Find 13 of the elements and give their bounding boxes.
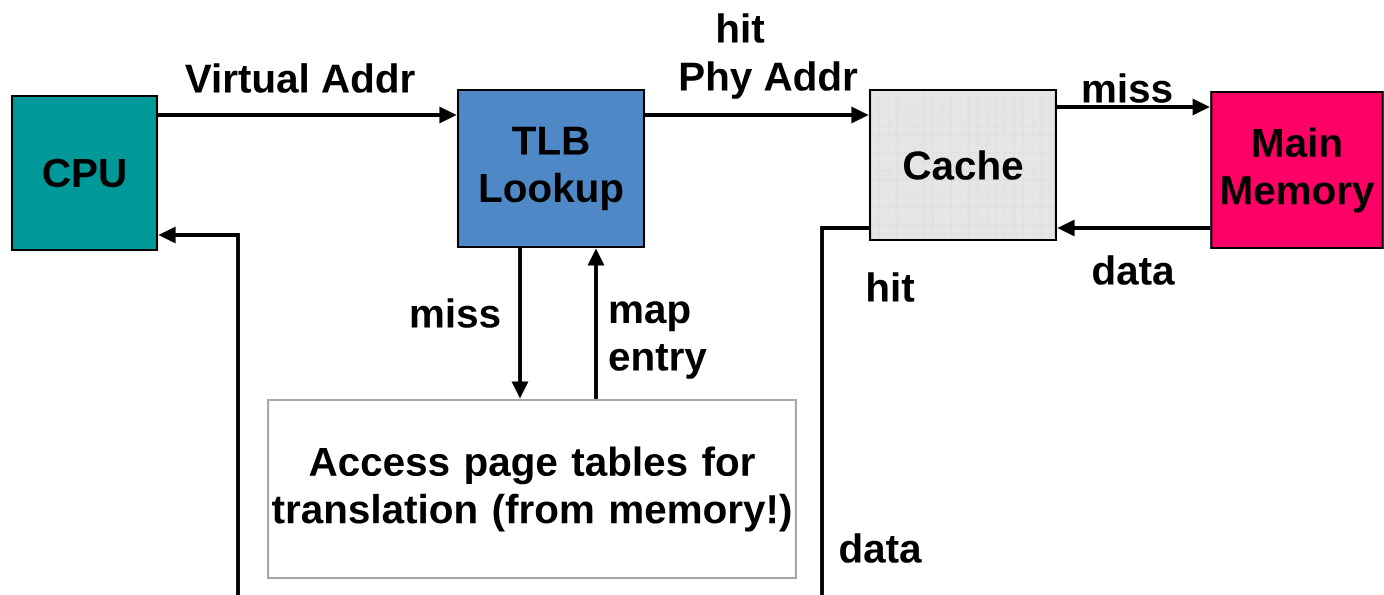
process-box: Access page tables for translation (from memory!) (267, 398, 797, 580)
cpu-box: CPU (10, 94, 159, 252)
cache-box: Cache (868, 88, 1058, 242)
edge-label: data (840, 533, 922, 563)
edge-label: Virtual Addr (185, 63, 415, 93)
memory-box: Main Memory (1210, 90, 1384, 250)
text-label: hit (718, 13, 765, 43)
edge-label: Phy Addr (680, 61, 858, 99)
process-box: TLB Lookup (456, 88, 646, 249)
edge-label: map entry (609, 301, 707, 379)
edge-label: miss (1083, 73, 1172, 103)
edge-label: data (1093, 255, 1175, 285)
edge-label: miss (411, 298, 500, 328)
